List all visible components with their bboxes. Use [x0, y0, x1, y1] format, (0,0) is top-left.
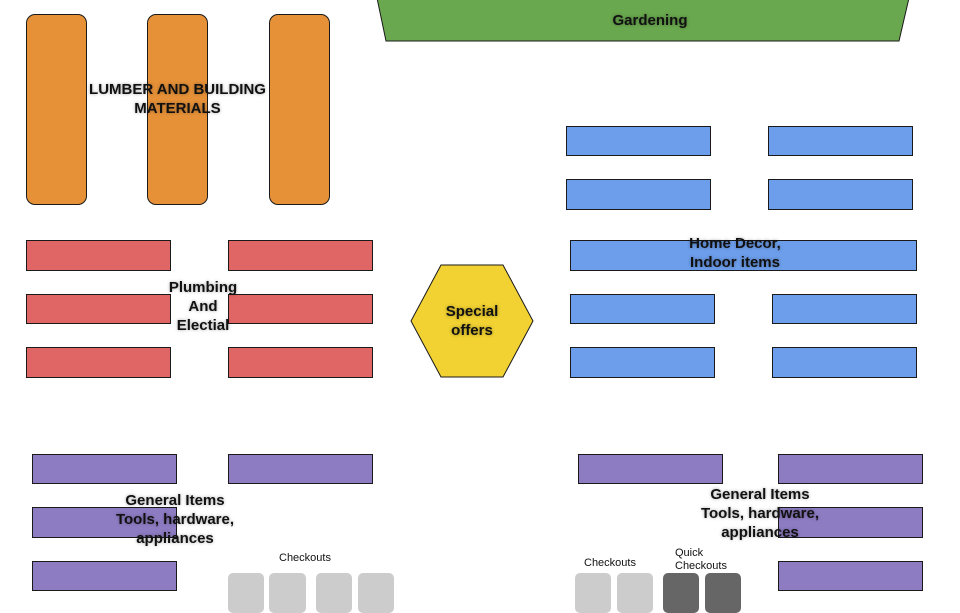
quick-checkouts-label: Quick Checkouts	[675, 547, 727, 572]
gardening-zone-shape	[376, 0, 910, 378]
general-items-right-label: General Items Tools, hardware, appliance…	[700, 486, 820, 541]
checkout-counter	[358, 573, 394, 613]
plumbing-aisle	[26, 294, 171, 324]
general-aisle	[32, 507, 177, 538]
home-decor-label: Home Decor, Indoor items	[689, 235, 781, 271]
checkouts-left-label: Checkouts	[279, 552, 331, 564]
quick-checkout-counter	[705, 573, 741, 613]
decor-aisle	[772, 294, 917, 324]
special-offers-label: Special offers	[445, 303, 499, 339]
decor-aisle	[772, 347, 917, 378]
general-aisle	[228, 454, 373, 484]
decor-aisle	[570, 240, 917, 271]
decor-aisle	[768, 179, 913, 210]
checkout-counter	[316, 573, 352, 613]
lumber-aisle-3	[269, 14, 330, 205]
general-items-left-label: General Items Tools, hardware, appliance…	[115, 492, 235, 547]
checkout-counter	[228, 573, 264, 613]
lumber-aisle-2	[147, 14, 208, 205]
lumber-aisle-1	[26, 14, 87, 205]
plumbing-aisle	[228, 347, 373, 378]
general-aisle	[778, 507, 923, 538]
general-aisle	[32, 454, 177, 484]
checkout-counter	[575, 573, 611, 613]
decor-aisle	[570, 347, 715, 378]
quick-checkout-counter	[663, 573, 699, 613]
lumber-label: LUMBER AND BUILDING MATERIALS	[89, 81, 266, 117]
plumbing-aisle	[26, 240, 171, 271]
general-aisle	[32, 561, 177, 591]
general-aisle	[578, 454, 723, 484]
checkouts-right-label: Checkouts	[584, 557, 636, 569]
decor-aisle	[768, 126, 913, 156]
general-aisle	[778, 454, 923, 484]
decor-aisle	[570, 294, 715, 324]
plumbing-label: Plumbing And Electial	[168, 279, 238, 334]
plumbing-aisle	[26, 347, 171, 378]
gardening-label: Gardening	[612, 12, 688, 29]
plumbing-aisle	[228, 240, 373, 271]
general-aisle	[778, 561, 923, 591]
checkout-counter	[617, 573, 653, 613]
checkout-counter	[269, 573, 306, 613]
plumbing-aisle	[228, 294, 373, 324]
decor-aisle	[566, 126, 711, 156]
decor-aisle	[566, 179, 711, 210]
